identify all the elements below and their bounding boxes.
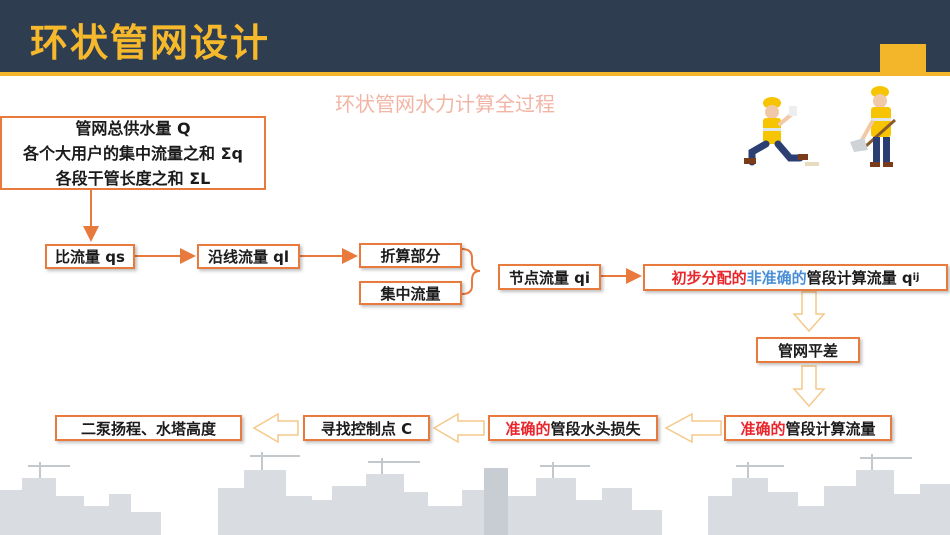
node-flow-box: 节点流量 qi (498, 264, 601, 290)
concentrated-sum-label: 各个大用户的集中流量之和 Σq (23, 143, 243, 163)
exact-flow-box: 准确的管段计算流量 (724, 415, 892, 441)
initial-flow-subscript: ij (912, 272, 920, 283)
exact-flow-main-text: 管段计算流量 (785, 419, 876, 438)
control-point-box: 寻找控制点 C (303, 415, 430, 441)
hollow-arrow-left-3 (252, 412, 299, 444)
specific-flow-box: 比流量 qs (45, 244, 135, 269)
supply-summary-box: 管网总供水量 Q 各个大用户的集中流量之和 Σq 各段干管长度之和 ΣL (0, 116, 266, 190)
hollow-arrow-down-1 (792, 291, 826, 333)
brace-convert-concentrated (461, 248, 481, 295)
exact-headloss-box: 准确的管段水头损失 (488, 415, 658, 441)
hollow-arrow-down-2 (792, 365, 826, 408)
line-flow-box: 沿线流量 ql (197, 244, 300, 269)
header-accent-square (880, 44, 926, 76)
initial-flow-main-text: 管段计算流量 q (806, 269, 913, 287)
initial-flow-red-text: 初步分配的 (671, 269, 747, 287)
diagram-subtitle: 环状管网水力计算全过程 (335, 92, 555, 116)
kneeling-worker-icon (744, 97, 819, 166)
concentrated-flow-box: 集中流量 (359, 281, 462, 305)
exact-flow-red-text: 准确的 (740, 419, 786, 438)
pipe-length-sum-label: 各段干管长度之和 ΣL (55, 168, 211, 188)
hollow-arrow-left-2 (432, 412, 485, 444)
hollow-arrow-left-1 (664, 412, 722, 444)
exact-headloss-main-text: 管段水头损失 (550, 419, 641, 438)
exact-headloss-red-text: 准确的 (505, 419, 551, 438)
header-accent-line (0, 72, 950, 76)
convert-part-box: 折算部分 (359, 243, 462, 268)
page-title: 环状管网设计 (30, 21, 271, 65)
total-supply-label: 管网总供水量 Q (75, 118, 191, 138)
header-bar (0, 0, 950, 72)
balance-box: 管网平差 (756, 337, 860, 363)
shovel-worker-icon (850, 86, 897, 167)
pump-tower-box: 二泵扬程、水塔高度 (55, 415, 242, 441)
initial-flow-blue-text: 非准确的 (746, 269, 807, 287)
